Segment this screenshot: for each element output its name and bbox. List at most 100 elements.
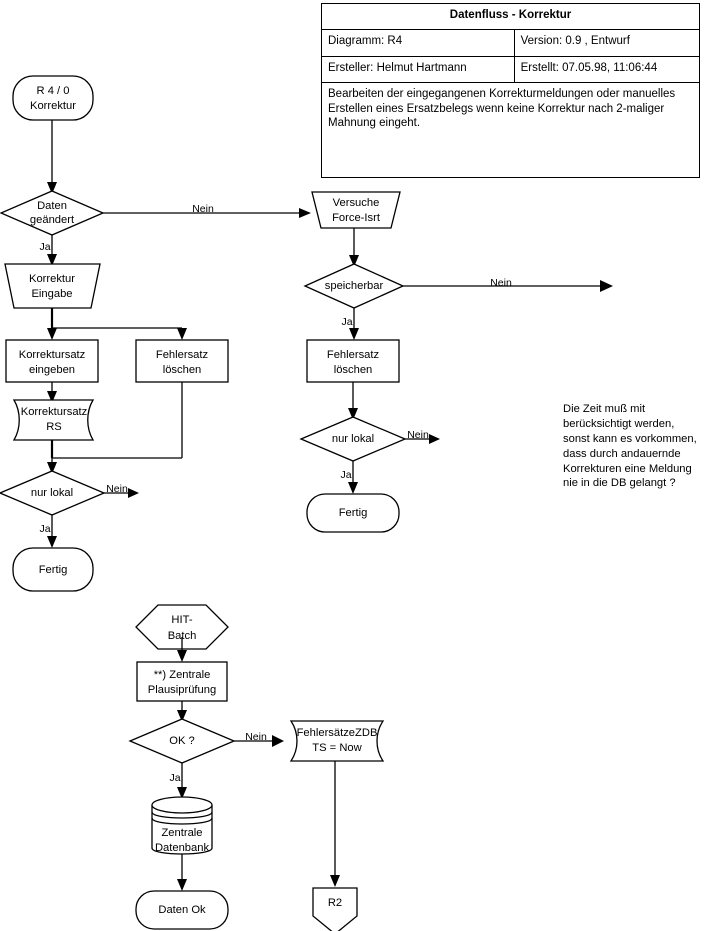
node-fehlersaetze-zdb-line2: TS = Now [312,742,362,754]
edge-plausi-to-ok [177,701,187,722]
arrowhead-icon [349,255,359,267]
edge-label-nur-lokal-left-ja: Ja [39,523,50,535]
offpage-pentagon-shape [312,887,358,931]
node-zentrale-datenbank-line1: Zentrale [161,827,202,839]
arrowhead-icon [272,735,284,747]
terminator-shape [12,75,94,121]
arrowhead-icon [600,280,613,292]
node-nur-lokal-left[interactable]: nur lokal [0,470,106,516]
edge-zdb-to-r2 [330,761,340,887]
edge-label-daten-nein: Nein [192,203,214,215]
manual-input-shape [4,263,101,309]
node-r2-connector[interactable]: R2 [312,887,358,931]
created-cell: Erstellt: 07.05.98, 11:06:44 [513,55,701,84]
preparation-hexagon-shape [135,604,229,650]
node-korrektursatz-eingeben-line2: eingeben [29,364,75,376]
node-hit-batch[interactable]: HIT- Batch [135,604,229,650]
arrowhead-icon [47,254,57,266]
edge-nur-lokal-mid-nein: Nein [405,429,440,444]
node-nur-lokal-mid-line1: nur lokal [332,433,374,445]
header-meta-row-2: Ersteller: Helmut Hartmann Erstellt: 07.… [321,55,701,84]
stored-data-shape [12,399,95,441]
node-daten-geaendert[interactable]: Daten geändert [0,190,105,236]
edge-merge-to-nur-lokal-left [47,382,183,474]
node-fehlersaetze-zdb[interactable]: FehlersätzeZDB TS = Now [289,720,385,762]
node-speicherbar[interactable]: speicherbar [303,263,405,309]
node-daten-geaendert-line2: geändert [30,214,75,226]
edge-nur-lokal-left-nein: Nein [104,483,139,498]
version-cell: Version: 0.9 , Entwurf [513,29,701,57]
edge-versuche-to-speicherbar [349,228,359,267]
edge-label-ok-ja: Ja [169,772,180,784]
edge-label-nur-lokal-mid-ja: Ja [340,469,351,481]
arrowhead-icon [47,536,57,548]
arrowhead-icon [330,875,340,887]
header-info-table: Datenfluss - Korrektur Diagramm: R4 Vers… [321,2,701,178]
edge-label-nur-lokal-mid-nein: Nein [407,429,429,441]
arrowhead-icon [299,208,311,218]
node-speicherbar-line1: speicherbar [325,280,384,292]
edge-speicherbar-nein: Nein [403,277,613,292]
node-korrektursatz-eingeben[interactable]: Korrektursatz eingeben [5,339,99,383]
node-nur-lokal-left-line1: nur lokal [31,487,73,499]
node-hit-batch-line2: Batch [168,630,197,642]
terminator-shape [306,493,400,533]
arrowhead-icon [349,328,359,340]
node-fehlersatz-loeschen-mid[interactable]: Fehlersatz löschen [306,339,400,383]
node-fertig-left[interactable]: Fertig [12,547,94,592]
node-zentrale-datenbank-line2: Datenbank [155,842,210,854]
arrowhead-icon [47,462,57,474]
edge-korrektur-eingabe-split [47,308,187,340]
node-korrektursatz-eingeben-line1: Korrektursatz [19,349,86,361]
arrowhead-icon [177,328,187,340]
node-versuche-force[interactable]: Versuche Force-Isrt [311,191,401,229]
node-start-r4-line1: R 4 / 0 [37,85,70,97]
node-fertig-mid-line1: Fertig [339,507,368,519]
edge-start-to-daten [47,120,57,194]
arrowhead-icon [177,787,187,799]
edge-hit-to-plausi [177,637,187,662]
node-fertig-left-line1: Fertig [39,564,68,576]
node-ok-frage[interactable]: OK ? [128,718,236,764]
node-start-r4-line2: Korrektur [30,100,76,112]
node-fehlersaetze-zdb-line1: FehlersätzeZDB [297,727,378,739]
process-shape [306,339,400,383]
node-korrektur-eingabe[interactable]: Korrektur Eingabe [4,263,101,309]
node-nur-lokal-mid[interactable]: nur lokal [299,416,407,462]
arrowhead-icon [429,434,440,444]
node-zentrale-plausi[interactable]: **) Zentrale Plausiprüfung [136,661,228,702]
node-daten-ok[interactable]: Daten Ok [135,890,229,930]
edge-label-daten-ja: Ja [39,241,50,253]
node-daten-geaendert-line1: Daten [37,200,67,212]
terminator-shape [12,547,94,592]
node-start-r4[interactable]: R 4 / 0 Korrektur [12,75,94,121]
arrowhead-icon [348,482,358,494]
terminator-shape [135,890,229,930]
edge-label-speicherbar-ja: Ja [341,316,352,328]
edge-ok-nein: Nein [234,731,284,747]
node-versuche-force-line2: Force-Isrt [332,212,381,224]
arrowhead-icon [47,182,57,194]
arrowhead-icon [128,488,139,498]
edge-speicherbar-ja: Ja [341,308,359,340]
edge-eingeben-to-rs [47,382,57,403]
node-zentrale-datenbank[interactable]: Zentrale Datenbank [151,796,213,855]
stored-data-shape [289,720,385,762]
process-shape [135,339,229,383]
arrowhead-icon [177,879,187,891]
description-cell: Bearbeiten der eingegangenen Korrekturme… [321,82,700,178]
node-fertig-mid[interactable]: Fertig [306,493,400,533]
node-korrektursatz-rs[interactable]: Korrektursatz RS [12,399,95,441]
node-fehlersatz-loeschen-mid-line1: Fehlersatz [327,349,380,361]
arrowhead-icon [177,710,187,722]
cylinder-stack-line-2 [151,817,213,825]
node-ok-frage-line1: OK ? [169,735,195,747]
node-hit-batch-line1: HIT- [171,614,192,626]
node-fehlersatz-loeschen-left[interactable]: Fehlersatz löschen [135,339,229,383]
edge-datenbank-to-daten-ok [177,854,187,891]
node-zentrale-plausi-line2: Plausiprüfung [148,684,216,696]
node-fehlersatz-loeschen-left-line2: löschen [163,364,202,376]
node-daten-ok-line1: Daten Ok [158,904,206,916]
edge-label-ok-nein: Nein [245,731,267,743]
